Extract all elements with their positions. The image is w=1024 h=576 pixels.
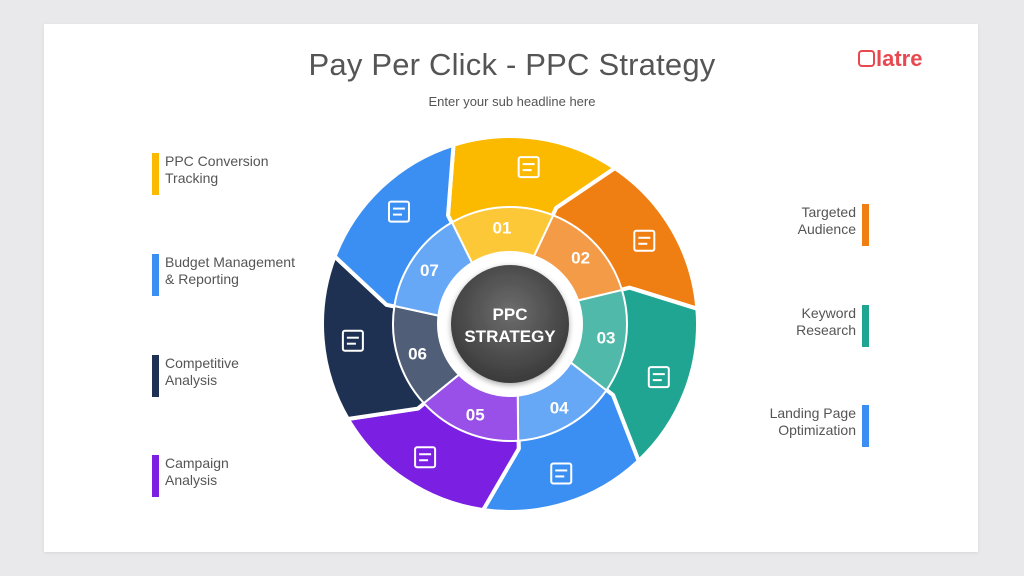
label-color-bar (862, 204, 869, 246)
label-line: Research (796, 322, 856, 338)
hub-label-line2: STRATEGY (464, 327, 556, 346)
label-line: Optimization (778, 422, 856, 438)
segment-icons (341, 156, 670, 485)
page-subtitle: Enter your sub headline here (428, 94, 596, 109)
webpage-gear-icon (550, 462, 573, 485)
wheel-inner-ring (392, 206, 628, 442)
label-color-bar (152, 254, 159, 296)
segment-number: 07 (420, 261, 439, 280)
label-line: & Reporting (165, 271, 239, 287)
label-line: Targeted (801, 204, 856, 220)
label-budget-management: Budget Management& Reporting (152, 254, 295, 296)
brand-logo: latre (858, 46, 922, 72)
segment-number: 05 (466, 406, 485, 425)
label-color-bar (862, 305, 869, 347)
logo-text: latre (876, 46, 923, 71)
label-color-bar (152, 153, 159, 195)
hub-label-line1: PPC (493, 305, 528, 324)
segment-number: 01 (493, 218, 512, 237)
label-color-bar (862, 405, 869, 447)
label-line: Keyword (801, 305, 856, 321)
person-dollar-icon (387, 200, 410, 223)
audience-icon (633, 229, 656, 252)
logo-mark-icon (858, 50, 875, 67)
label-color-bar (152, 355, 159, 397)
label-line: Landing Page (769, 405, 856, 421)
label-line: Budget Management (165, 254, 295, 270)
label-line: Analysis (165, 372, 218, 388)
podium-icon (341, 329, 364, 352)
label-line: Campaign (165, 455, 229, 471)
segment-inner-07 (393, 221, 474, 317)
segment-numbers: 01 02 03 04 05 06 07 (408, 218, 615, 424)
segment-number: 04 (550, 399, 569, 418)
label-line: PPC Conversion (165, 153, 269, 169)
people-hierarchy-icon (414, 446, 437, 469)
hub-circle (451, 265, 569, 383)
label-color-bar (152, 455, 159, 497)
segment-number: 03 (597, 329, 616, 348)
segment-number: 02 (571, 248, 590, 267)
page-title: Pay Per Click - PPC Strategy (308, 47, 716, 82)
clipboard-checklist-icon (647, 366, 670, 389)
label-line: Analysis (165, 472, 218, 488)
segment-number: 06 (408, 344, 427, 363)
label-line: Tracking (165, 170, 219, 186)
browser-search-icon (517, 156, 540, 179)
label-line: Audience (797, 221, 856, 237)
label-line: Competitive (165, 355, 239, 371)
